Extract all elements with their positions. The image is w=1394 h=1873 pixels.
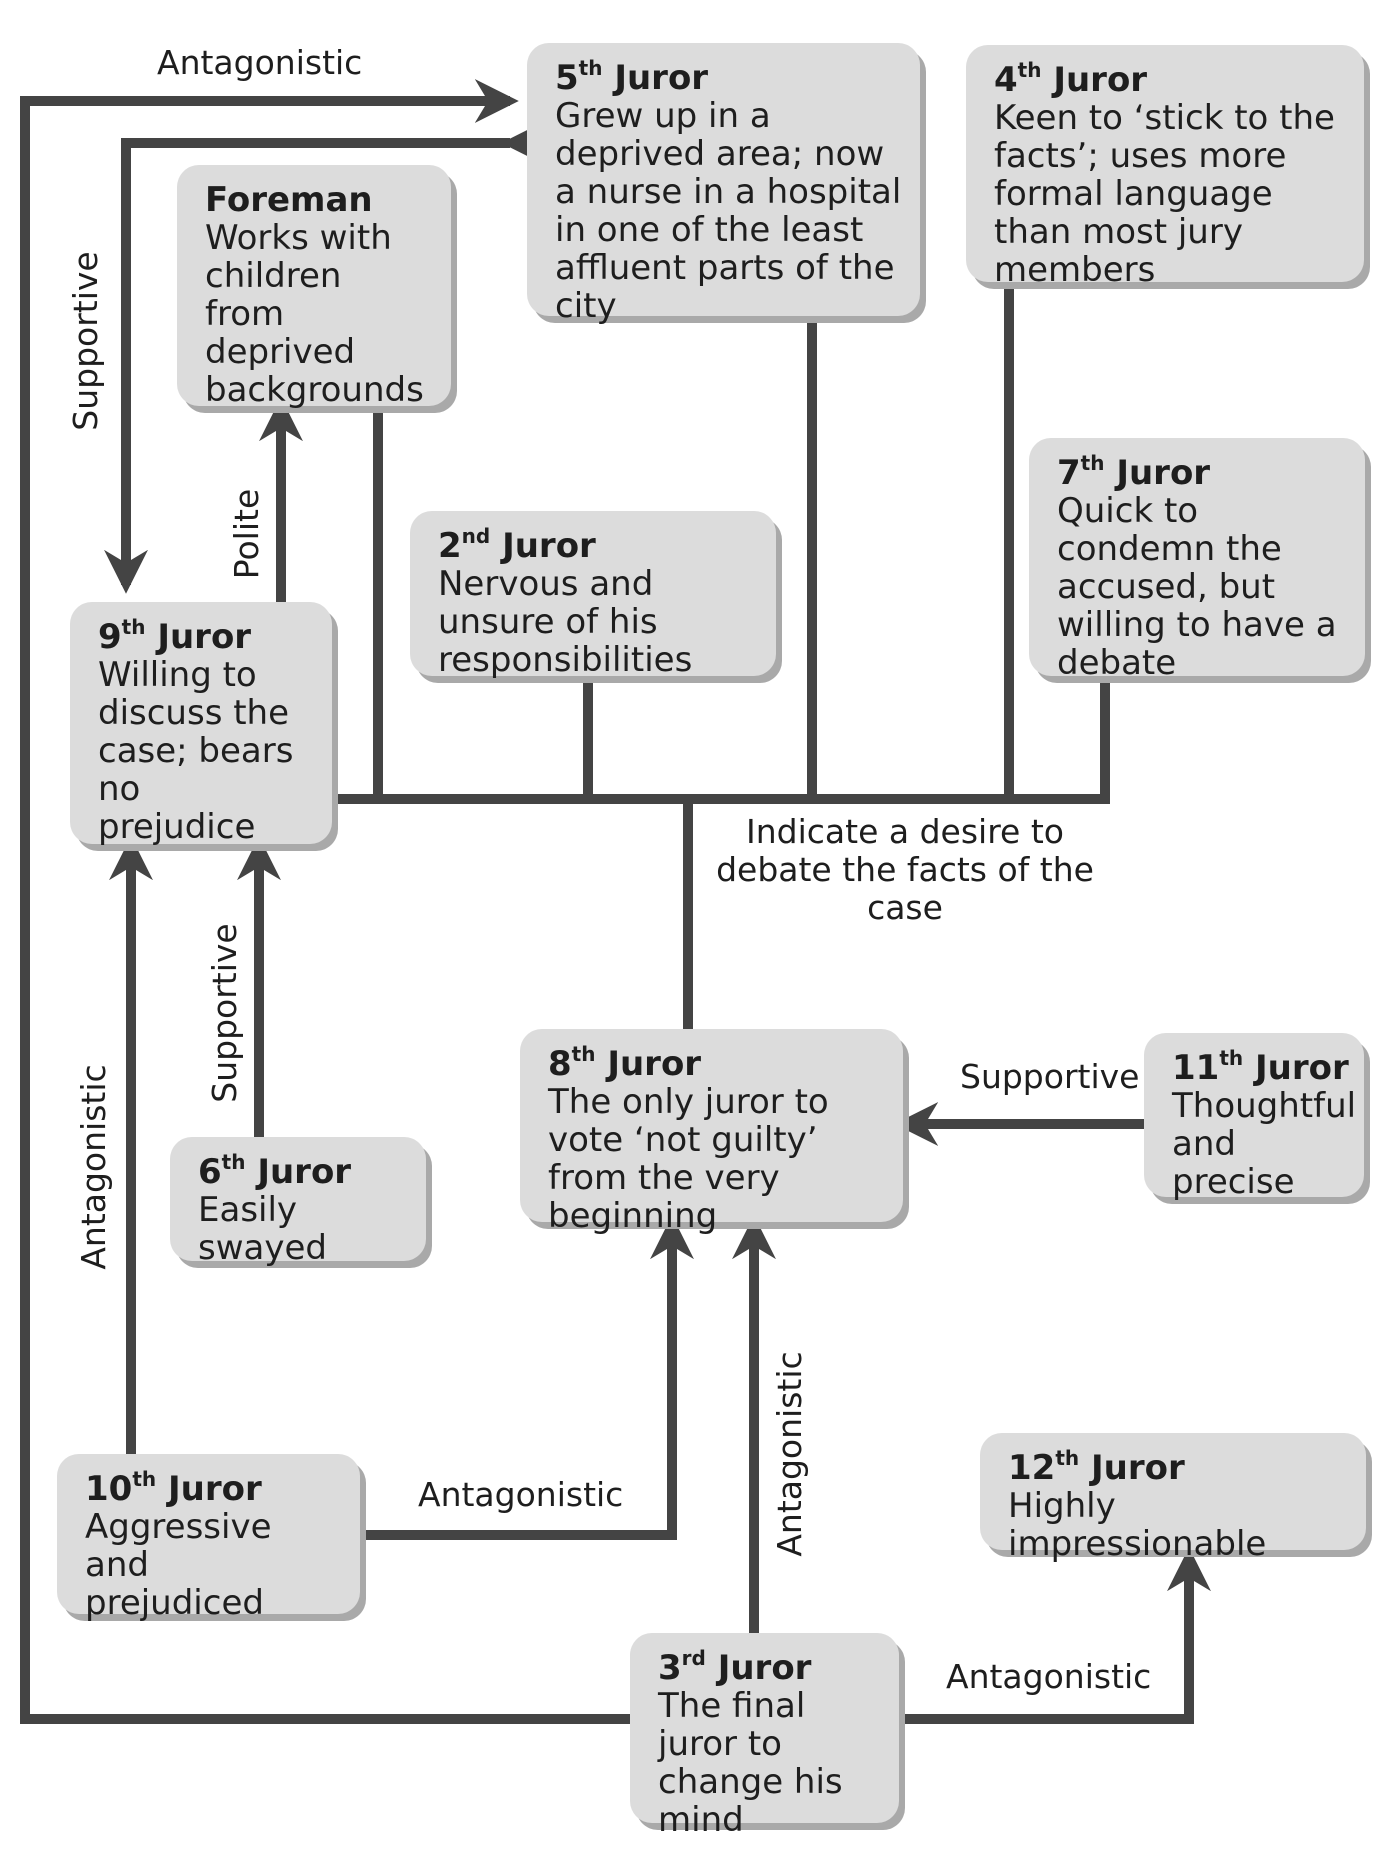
foreman-desc: Works with children from deprived backgr… — [205, 218, 424, 410]
juror-5-title: 5th Juror — [555, 56, 709, 98]
label-debate: Indicate a desire to debate the facts of… — [716, 812, 1094, 927]
juror-11-box: 11th Juror Thoughtful and precise — [1144, 1033, 1364, 1201]
juror-3-box: 3rd Juror The final juror to change his … — [630, 1633, 899, 1839]
label-supportive-11-8: Supportive — [960, 1057, 1140, 1096]
juror-3-title: 3rd Juror — [658, 1646, 812, 1688]
juror-5-desc: Grew up in a deprived area; now a nurse … — [555, 96, 902, 326]
juror-11-desc: Thoughtful and precise — [1172, 1086, 1357, 1202]
label-antagonistic-3-12: Antagonistic — [946, 1657, 1152, 1696]
juror-5-box: 5th Juror Grew up in a deprived area; no… — [527, 43, 920, 325]
arrow-10th-to-8th — [360, 1215, 695, 1540]
arrow-3rd-to-12th — [899, 1547, 1212, 1724]
juror-11-title: 11th Juror — [1172, 1046, 1349, 1088]
juror-9-title: 9th Juror — [98, 615, 252, 657]
debate-bus-line — [332, 676, 1110, 804]
juror-9-desc: Willing to discuss the case; bears no pr… — [98, 655, 294, 847]
juror-8-desc: The only juror to vote ‘not guilty’ from… — [548, 1082, 829, 1236]
arrow-3rd-to-5th — [20, 78, 630, 1724]
juror-6-title: 6th Juror — [198, 1150, 352, 1192]
foreman-box: Foreman Works with children from deprive… — [177, 165, 451, 410]
juror-7-box: 7th Juror Quick to condemn the accused, … — [1029, 438, 1365, 682]
label-polite: Polite — [227, 488, 266, 580]
juror-4-title: 4th Juror — [994, 58, 1148, 100]
juror-6-desc: Easily swayed — [198, 1190, 327, 1268]
label-antagonistic-10-8: Antagonistic — [418, 1475, 624, 1514]
juror-12-desc: Highly impressionable — [1008, 1486, 1267, 1564]
label-top-antagonistic: Antagonistic — [157, 43, 363, 82]
juror-2-box: 2nd Juror Nervous and unsure of his resp… — [410, 511, 776, 680]
juror-9-box: 9th Juror Willing to discuss the case; b… — [70, 602, 332, 847]
juror-10-desc: Aggressive and prejudiced — [85, 1507, 272, 1623]
juror-3-desc: The final juror to change his mind — [658, 1686, 843, 1840]
arrow-5th-to-9th — [103, 120, 546, 594]
juror-7-desc: Quick to condemn the accused, but willin… — [1057, 491, 1337, 683]
label-antagonistic-10-9: Antagonistic — [74, 1064, 113, 1270]
juror-8-title: 8th Juror — [548, 1042, 702, 1084]
foreman-title: Foreman — [205, 180, 373, 220]
juror-7-title: 7th Juror — [1057, 451, 1211, 493]
juror-6-box: 6th Juror Easily swayed — [170, 1137, 426, 1267]
juror-4-box: 4th Juror Keen to ‘stick to the facts’; … — [966, 45, 1364, 289]
juror-10-title: 10th Juror — [85, 1467, 262, 1509]
juror-12-title: 12th Juror — [1008, 1446, 1185, 1488]
juror-4-desc: Keen to ‘stick to the facts’; uses more … — [994, 98, 1335, 290]
juror-10-box: 10th Juror Aggressive and prejudiced — [57, 1454, 360, 1622]
label-supportive-6-9: Supportive — [205, 923, 244, 1103]
juror-12-box: 12th Juror Highly impressionable — [980, 1433, 1366, 1563]
juror-8-box: 8th Juror The only juror to vote ‘not gu… — [520, 1029, 903, 1235]
label-antagonistic-3-8: Antagonistic — [770, 1351, 809, 1557]
juror-2-title: 2nd Juror — [438, 524, 596, 566]
label-supportive-9-5: Supportive — [66, 251, 105, 431]
juror-2-desc: Nervous and unsure of his responsibiliti… — [438, 564, 693, 680]
